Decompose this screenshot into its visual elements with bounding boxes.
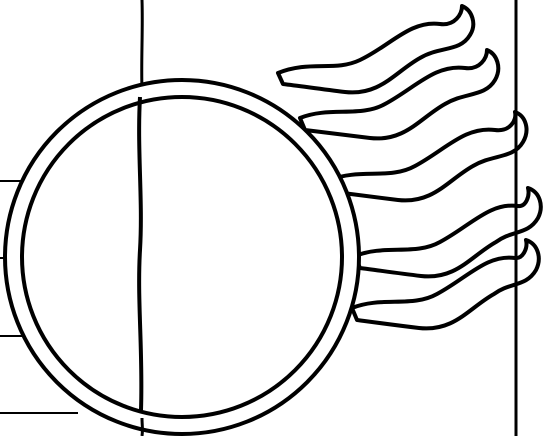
- inner-ring: [22, 97, 342, 417]
- vertical-line: [139, 97, 141, 410]
- frame-left-border: [142, 0, 143, 90]
- circle-with-vertical-line-icon: [5, 80, 359, 434]
